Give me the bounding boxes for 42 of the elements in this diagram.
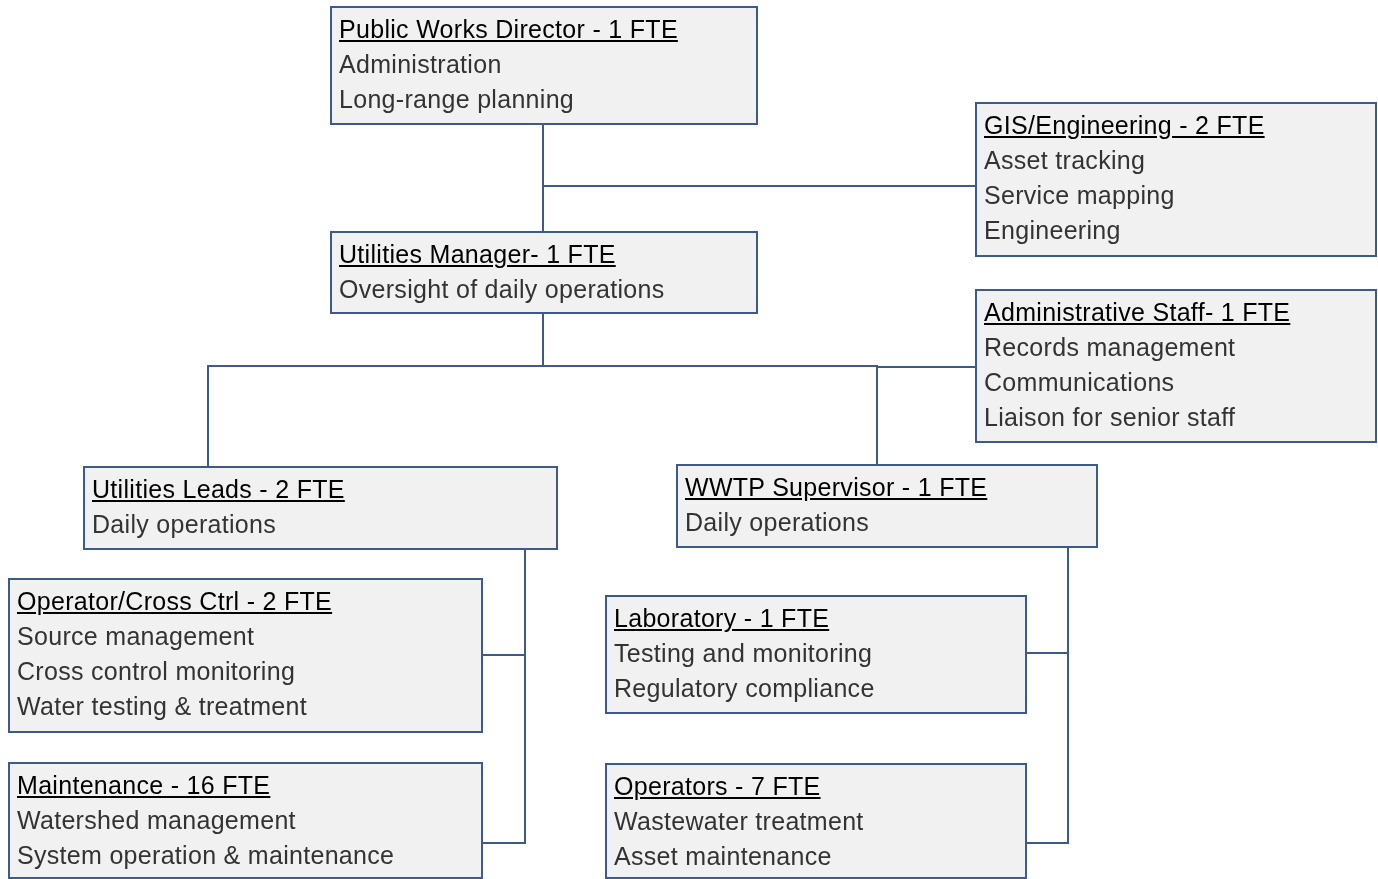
duty-text: Communications: [984, 367, 1175, 398]
role-box: [8, 762, 483, 879]
duty-text: Asset tracking: [984, 145, 1146, 176]
duty-text: Water testing & treatment: [17, 691, 308, 722]
role-title: Public Works Director - 1 FTE: [339, 14, 678, 45]
role-box: [83, 466, 558, 550]
role-box: [975, 289, 1377, 443]
role-box: [975, 102, 1377, 257]
duty-text: Engineering: [984, 215, 1121, 246]
role-box: [330, 6, 758, 125]
role-title: Administrative Staff- 1 FTE: [984, 297, 1291, 328]
duty-text: Source management: [17, 621, 255, 652]
role-box: [605, 595, 1027, 714]
connector-line: [1026, 547, 1069, 844]
duty-text: Asset maintenance: [614, 841, 832, 872]
role-box: [8, 578, 483, 733]
duty-text: Watershed management: [17, 805, 296, 836]
duty-text: Daily operations: [92, 509, 277, 540]
duty-text: Regulatory compliance: [614, 673, 875, 704]
role-title: WWTP Supervisor - 1 FTE: [685, 472, 988, 503]
role-box: [676, 464, 1098, 548]
role-title: Utilities Leads - 2 FTE: [92, 474, 345, 505]
connector-line: [482, 549, 526, 844]
duty-text: Oversight of daily operations: [339, 274, 665, 305]
duty-text: Long-range planning: [339, 84, 575, 115]
duty-text: Liaison for senior staff: [984, 402, 1236, 433]
duty-text: Testing and monitoring: [614, 638, 873, 669]
duty-text: Service mapping: [984, 180, 1175, 211]
role-title: Operators - 7 FTE: [614, 771, 821, 802]
duty-text: Daily operations: [685, 507, 870, 538]
role-box: [330, 231, 758, 314]
role-title: Utilities Manager- 1 FTE: [339, 239, 616, 270]
duty-text: System operation & maintenance: [17, 840, 395, 871]
role-box: [605, 763, 1027, 879]
duty-text: Administration: [339, 49, 502, 80]
duty-text: Cross control monitoring: [17, 656, 296, 687]
role-title: Laboratory - 1 FTE: [614, 603, 830, 634]
duty-text: Wastewater treatment: [614, 806, 864, 837]
role-title: Maintenance - 16 FTE: [17, 770, 271, 801]
duty-text: Records management: [984, 332, 1236, 363]
role-title: Operator/Cross Ctrl - 2 FTE: [17, 586, 333, 617]
role-title: GIS/Engineering - 2 FTE: [984, 110, 1265, 141]
